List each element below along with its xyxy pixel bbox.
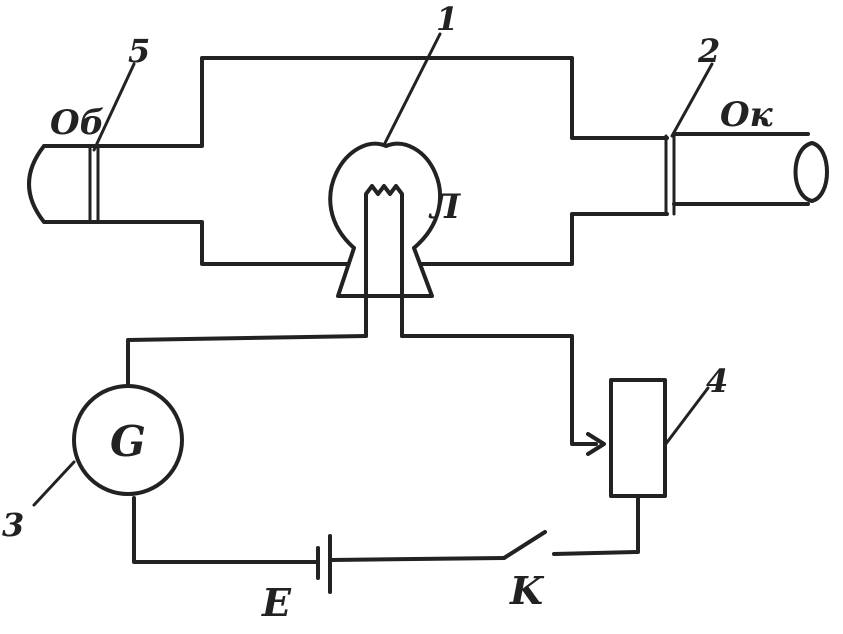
label-objective-plate-number: 5 [128, 32, 150, 70]
label-galvanometer: G [110, 417, 146, 466]
rheostat-leader-line [663, 386, 710, 447]
wire-lamp-to-rheostat [400, 334, 598, 446]
wire-lamp-to-galvanometer [126, 334, 368, 387]
label-objective: Об [50, 103, 104, 143]
objective-plate-leader-line [92, 62, 136, 152]
lamp-bulb [328, 141, 443, 250]
label-eyepiece-plate-number: 2 [697, 32, 720, 70]
galvanometer-leader-line [32, 460, 76, 507]
lamp-leader-line [382, 32, 442, 147]
label-lamp: Л [428, 187, 461, 227]
rheostat-box [609, 378, 667, 498]
label-key: K [509, 568, 545, 613]
eyepiece-tube [672, 132, 810, 206]
lamp-filament [364, 184, 404, 338]
label-battery: E [261, 580, 292, 625]
label-galvanometer-number: 3 [2, 506, 24, 544]
label-rheostat-number: 4 [706, 362, 728, 400]
label-lamp-number: 1 [436, 0, 458, 38]
wire-galvanometer-to-battery [132, 496, 320, 564]
eyepiece-plate-leader-line [670, 62, 714, 138]
rheostat-slider-arrow [586, 432, 606, 456]
wire-key-to-rheostat [552, 496, 640, 556]
eyepiece-lens [793, 141, 829, 203]
wire-battery-to-key [328, 556, 506, 562]
galvanometer-circle [72, 384, 184, 496]
key-lever [502, 530, 547, 560]
label-eyepiece: Ок [720, 95, 774, 135]
lamp-base [336, 246, 434, 298]
